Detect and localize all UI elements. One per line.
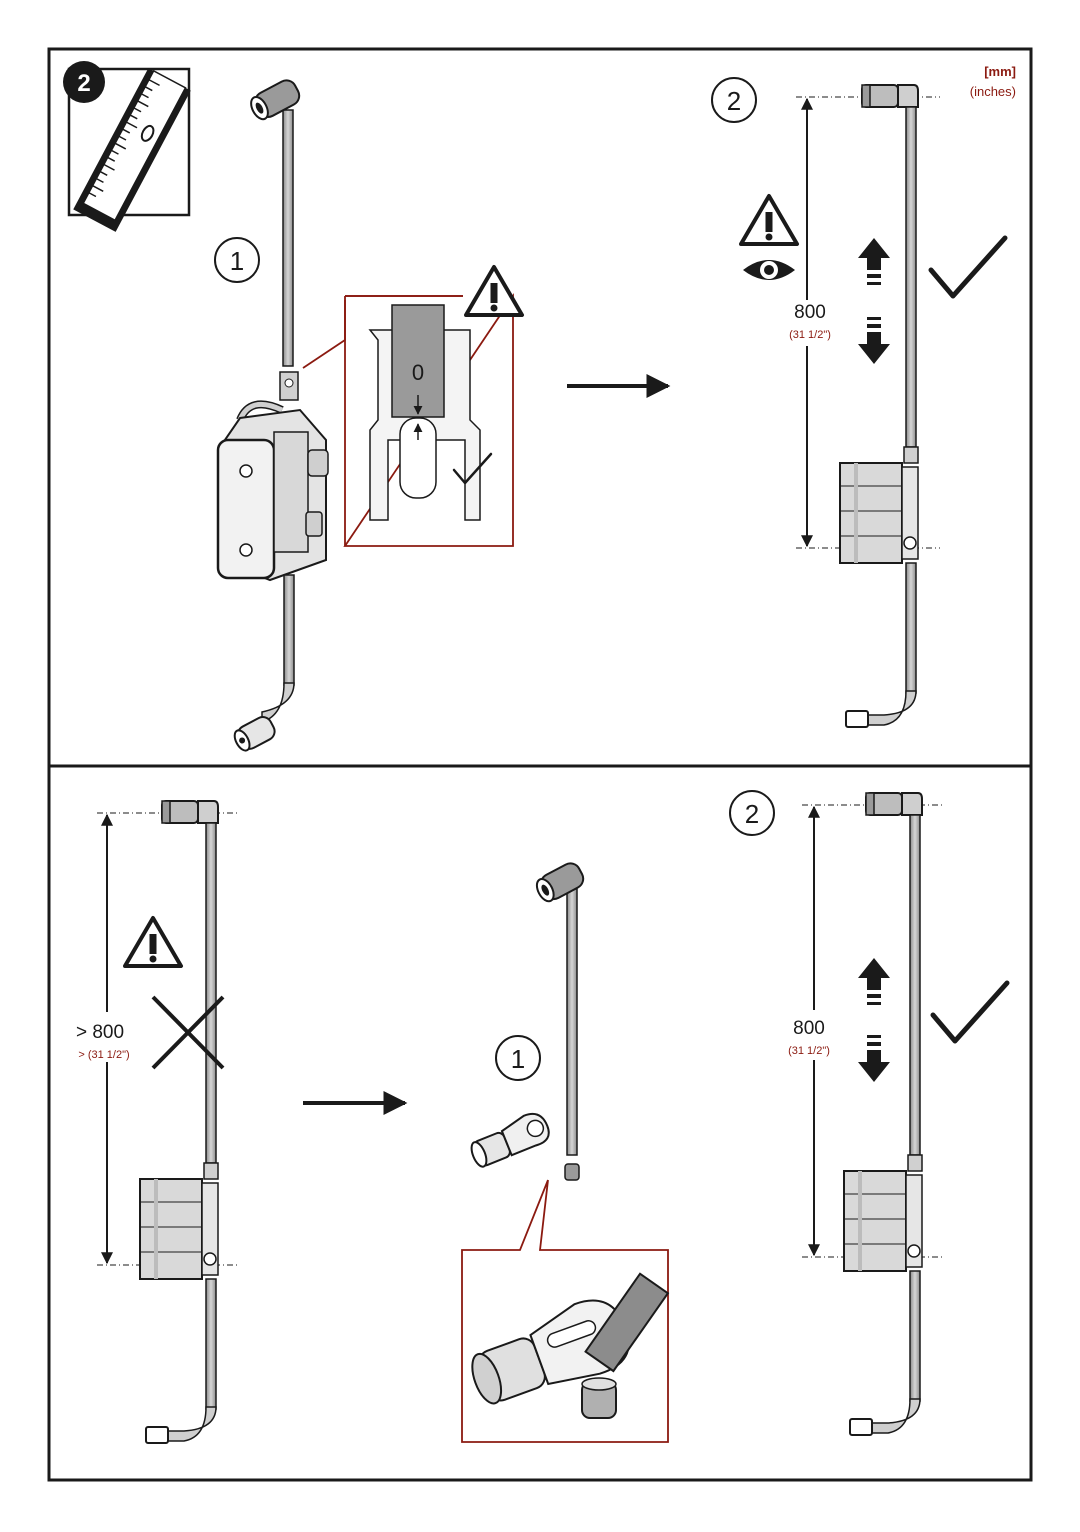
step1-label: 1 bbox=[230, 246, 244, 276]
too-long-in: > (31 1/2") bbox=[78, 1049, 129, 1061]
check-icon bbox=[933, 983, 1007, 1041]
step2-label-bottom: 2 bbox=[745, 799, 759, 829]
arrow-up-icon bbox=[858, 958, 890, 1005]
step1-circle bbox=[495, 1035, 541, 1081]
check-icon bbox=[931, 238, 1005, 296]
cutter-detail-callout bbox=[461, 1179, 670, 1443]
cross-icon bbox=[151, 995, 225, 1070]
top-panel: 2 1 bbox=[63, 61, 1016, 752]
fitted-pipe-bottom bbox=[843, 792, 923, 1436]
pump-assembly bbox=[216, 371, 329, 752]
bottom-panel: > 800 > (31 1/2") 1 bbox=[76, 790, 1007, 1444]
step-badge bbox=[63, 61, 105, 103]
tube-cutter-icon bbox=[470, 1112, 550, 1168]
step2-label: 2 bbox=[727, 86, 741, 116]
length-mm-top: 800 bbox=[794, 302, 826, 323]
length-in-top: (31 1/2") bbox=[789, 329, 831, 341]
detail-callout: 0 bbox=[302, 293, 514, 547]
step2-circle bbox=[711, 77, 757, 123]
step-badge-number: 2 bbox=[77, 70, 90, 97]
pipe-insert bbox=[250, 79, 301, 367]
fitted-pipe-top bbox=[839, 84, 919, 728]
units-secondary: (inches) bbox=[970, 84, 1016, 99]
arrow-down-icon bbox=[858, 1035, 890, 1082]
arrow-down-icon bbox=[858, 317, 890, 364]
eye-icon bbox=[743, 260, 795, 280]
warning-icon bbox=[464, 265, 524, 317]
step2-circle bbox=[729, 790, 775, 836]
step1-label-bottom: 1 bbox=[511, 1044, 525, 1074]
pipe-cut bbox=[535, 862, 585, 1181]
warning-icon bbox=[739, 194, 799, 246]
step1-circle bbox=[214, 237, 260, 283]
warning-icon bbox=[123, 916, 183, 968]
length-in-bottom: (31 1/2") bbox=[788, 1045, 830, 1057]
too-long-mm: > 800 bbox=[76, 1022, 124, 1043]
arrow-up-icon bbox=[858, 238, 890, 285]
units-primary: [mm] bbox=[984, 64, 1016, 79]
detail-gap-value: 0 bbox=[412, 360, 424, 385]
length-mm-bottom: 800 bbox=[793, 1018, 825, 1039]
fitted-pipe-too-long bbox=[139, 800, 219, 1444]
